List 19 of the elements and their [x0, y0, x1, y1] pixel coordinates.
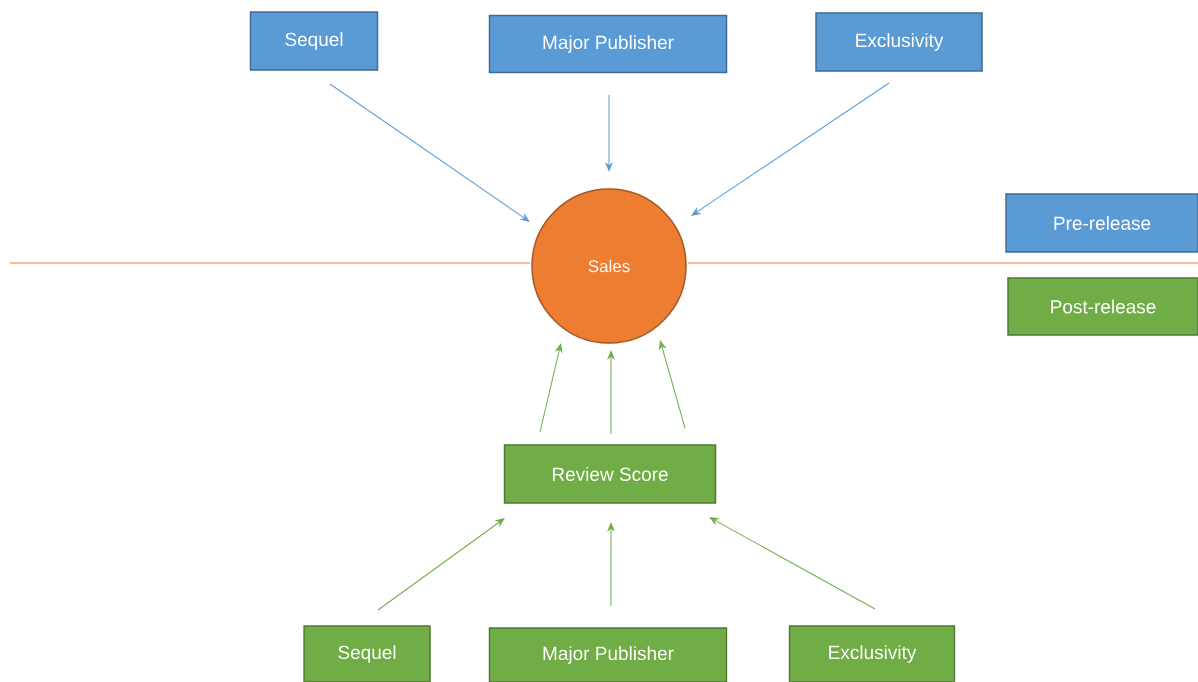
factor-box: Exclusivity	[815, 12, 983, 72]
arrow	[607, 522, 615, 607]
factor-box: Sequel	[249, 11, 379, 71]
factor-box: Major Publisher	[488, 627, 728, 682]
factor-box: Review Score	[503, 444, 717, 504]
factor-box: Sequel	[303, 625, 431, 682]
arrow	[691, 82, 890, 216]
arrow	[659, 340, 686, 429]
arrow	[539, 343, 563, 433]
legend-label: Pre-release	[1054, 216, 1151, 230]
arrow	[607, 350, 615, 435]
factor-box: Major Publisher	[488, 14, 728, 74]
arrow	[377, 518, 505, 611]
arrow	[605, 94, 613, 172]
legend-label: Post-release	[1051, 299, 1156, 314]
arrow	[709, 517, 876, 610]
arrow	[329, 83, 530, 222]
factor-box: Exclusivity	[788, 625, 956, 682]
circle-node: Sales	[531, 188, 687, 344]
